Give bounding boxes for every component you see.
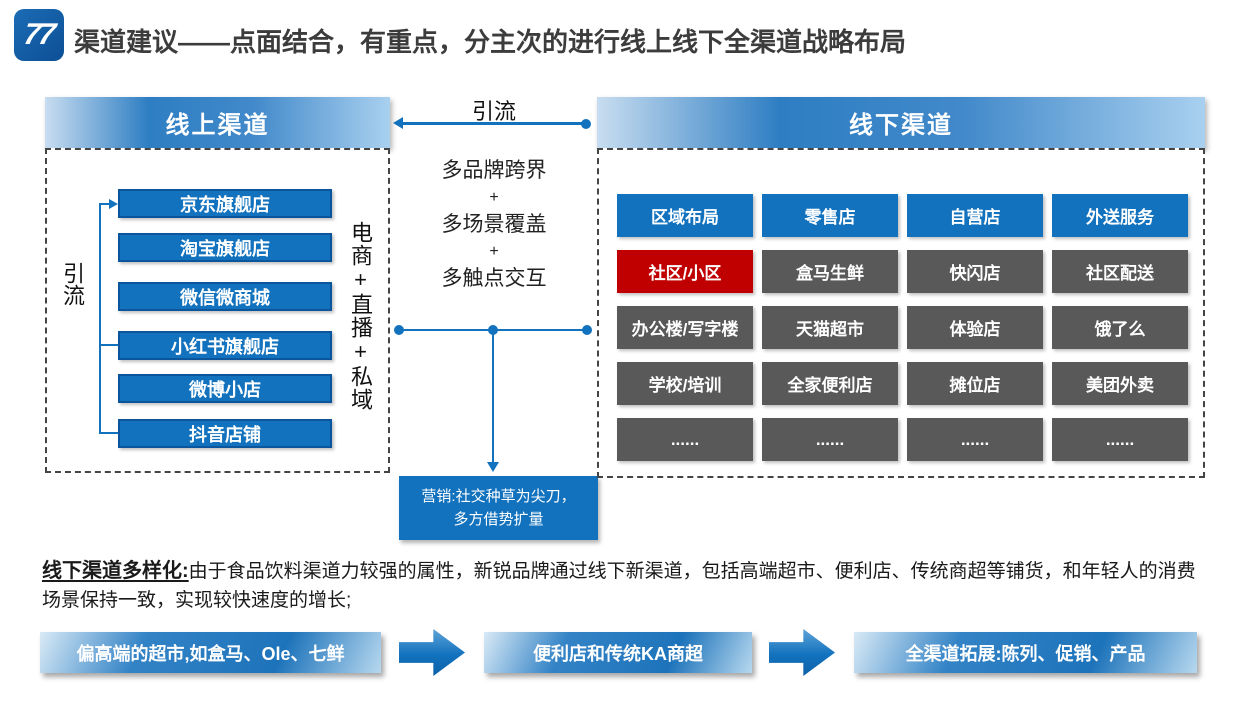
table-cell: 社区配送 [1052, 250, 1188, 293]
flow-arrow-icon [399, 629, 465, 676]
table-header-cell: 区域布局 [617, 194, 753, 237]
table-header-cell: 零售店 [762, 194, 898, 237]
table-cell: 办公楼/写字楼 [617, 306, 753, 349]
summary-lead: 线下渠道多样化: [42, 560, 189, 582]
table-header-cell: 外送服务 [1052, 194, 1188, 237]
online-connector-vertical-line [99, 203, 101, 434]
summary-body: 由于食品饮料渠道力较强的属性，新锐品牌通过线下新渠道，包括高端超市、便利店、传统… [42, 561, 1196, 611]
flow-arrow-icon [769, 629, 835, 676]
summary-paragraph: 线下渠道多样化:由于食品饮料渠道力较强的属性，新锐品牌通过线下新渠道，包括高端超… [42, 556, 1214, 615]
double-arrow-line [402, 122, 586, 125]
table-cell: ...... [1052, 418, 1188, 461]
table-cell: 快闪店 [907, 250, 1043, 293]
online-item-weibo: 微博小店 [118, 374, 332, 403]
online-channel-title: 线上渠道 [165, 112, 270, 139]
slide-title: 渠道建议——点面结合，有重点，分主次的进行线上线下全渠道战略布局 [74, 27, 907, 57]
double-arrow-right-dot-icon [581, 119, 591, 129]
online-connector-mid-branch [99, 344, 118, 346]
ecommerce-private-domain-label: 电商+直播+私域 [348, 221, 373, 411]
online-channel-header: 线上渠道 [45, 97, 390, 148]
online-item-wechat: 微信微商城 [118, 282, 332, 311]
offline-channel-header: 线下渠道 [597, 97, 1205, 148]
logo-glyph: 77 [22, 18, 57, 51]
mid-connector-right-dot-icon [582, 325, 592, 335]
middle-traffic-label: 引流 [471, 99, 516, 124]
mid-connector-down-arrow-icon [487, 462, 499, 472]
offline-channel-title: 线下渠道 [849, 112, 953, 139]
online-traffic-vertical-label: 引流 [60, 262, 85, 306]
marketing-line1: 营销:社交种草为尖刀， [421, 487, 576, 505]
table-cell: 摊位店 [907, 362, 1043, 405]
plus-sign: + [489, 243, 499, 260]
online-item-taobao: 淘宝旗舰店 [118, 233, 332, 262]
table-cell: ...... [617, 418, 753, 461]
table-cell: 饿了么 [1052, 306, 1188, 349]
table-cell: 盒马生鲜 [762, 250, 898, 293]
mid-connector-drop-line [492, 330, 494, 463]
table-cell: 美团外卖 [1052, 362, 1188, 405]
marketing-box: 营销:社交种草为尖刀， 多方借势扩量 [399, 476, 598, 540]
table-cell: ...... [762, 418, 898, 461]
table-cell: ...... [907, 418, 1043, 461]
middle-strategy-text: 多品牌跨界 + 多场景覆盖 + 多触点交互 [396, 152, 592, 298]
flow-step-3: 全渠道拓展:陈列、促销、产品 [854, 632, 1197, 673]
online-connector-arrow-icon [109, 199, 118, 209]
table-cell: 体验店 [907, 306, 1043, 349]
online-item-douyin: 抖音店铺 [118, 419, 332, 448]
marketing-line2: 多方借势扩量 [453, 511, 544, 528]
table-cell: 全家便利店 [762, 362, 898, 405]
table-header-cell: 自营店 [907, 194, 1043, 237]
strategy-line: 多品牌跨界 [441, 159, 547, 182]
strategy-line: 多场景覆盖 [441, 213, 547, 236]
mid-connector-left-dot-icon [394, 325, 404, 335]
strategy-line: 多触点交互 [441, 267, 547, 290]
flow-step-1: 偏高端的超市,如盒马、Ole、七鲜 [40, 632, 381, 673]
online-item-xiaohongshu: 小红书旗舰店 [118, 331, 332, 360]
table-cell-highlight: 社区/小区 [617, 250, 753, 293]
online-connector-bottom-branch [99, 432, 118, 434]
flow-step-2: 便利店和传统KA商超 [484, 632, 752, 673]
offline-table: 区域布局 零售店 自营店 外送服务 社区/小区 盒马生鲜 快闪店 社区配送 办公… [617, 194, 1188, 461]
online-item-jd: 京东旗舰店 [118, 189, 332, 218]
double-arrow-left-head-icon [393, 117, 403, 129]
online-connector-top-branch [99, 203, 111, 205]
brand-logo-icon: 77 [14, 9, 64, 61]
table-cell: 学校/培训 [617, 362, 753, 405]
plus-sign: + [489, 189, 499, 206]
table-cell: 天猫超市 [762, 306, 898, 349]
